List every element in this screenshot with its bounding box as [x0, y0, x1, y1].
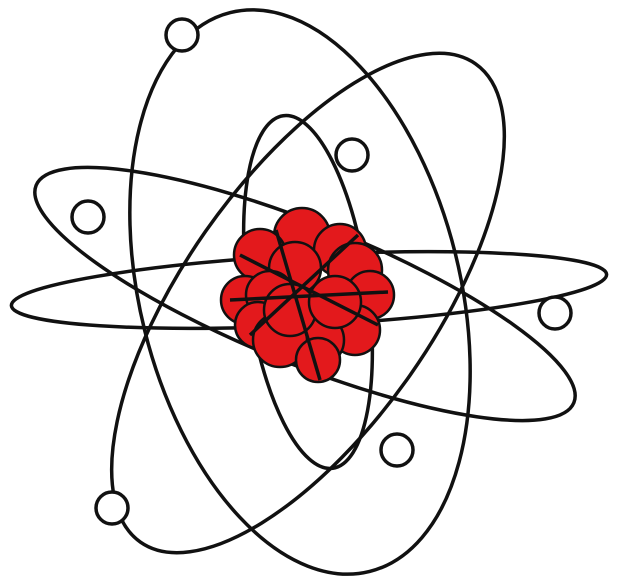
- electron: [381, 434, 413, 466]
- electron: [539, 297, 571, 329]
- electron: [166, 19, 198, 51]
- electron: [96, 492, 128, 524]
- nucleon: [264, 284, 316, 336]
- electron: [336, 139, 368, 171]
- electron: [72, 201, 104, 233]
